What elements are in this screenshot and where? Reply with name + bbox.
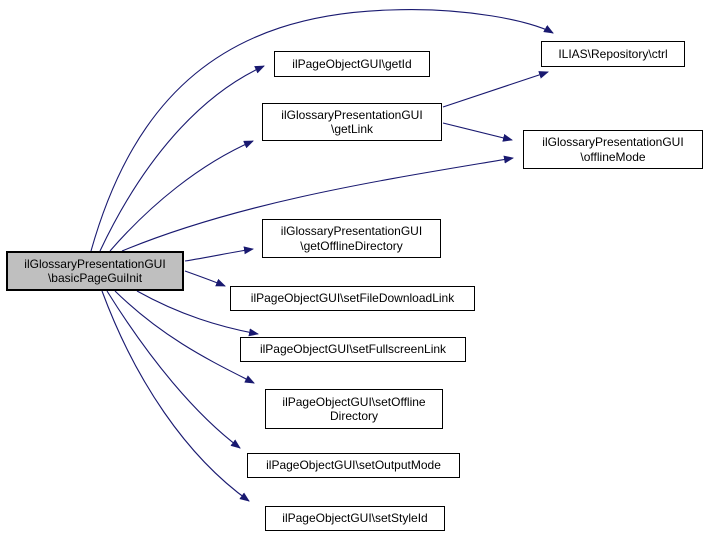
node-label-line: ilGlossaryPresentationGUI — [24, 256, 166, 271]
edge-basicPageGuiInit-getOfflineDirectory — [184, 246, 254, 262]
node-offlineMode[interactable]: ilGlossaryPresentationGUI \offlineMode — [523, 130, 703, 169]
node-label-line: ilGlossaryPresentationGUI — [281, 107, 423, 122]
node-setFullscreenLink[interactable]: ilPageObjectGUI\setFullscreenLink — [240, 337, 466, 362]
node-label-line: ilGlossaryPresentationGUI — [280, 224, 423, 238]
node-getId[interactable]: ilPageObjectGUI\getId — [274, 51, 430, 77]
edge-basicPageGuiInit-setStyleId — [101, 290, 250, 502]
node-label-line: \getLink — [330, 122, 374, 136]
node-label-line: ilPageObjectGUI\setStyleId — [282, 511, 428, 526]
node-getOfflineDirectory[interactable]: ilGlossaryPresentationGUI \getOfflineDir… — [262, 219, 441, 258]
node-label-line: ilPageObjectGUI\setOutputMode — [266, 458, 441, 473]
edge-getLink-ctrl — [442, 71, 549, 108]
edge-basicPageGuiInit-setOutputMode — [106, 290, 241, 449]
node-setOfflineDirectory[interactable]: ilPageObjectGUI\setOffline Directory — [265, 389, 443, 429]
node-label-line: \offlineMode — [580, 149, 646, 164]
node-setFileDownloadLink[interactable]: ilPageObjectGUI\setFileDownloadLink — [230, 286, 475, 311]
node-label-line: ilPageObjectGUI\getId — [292, 56, 412, 71]
node-label-line: \basicPageGuiInit — [47, 271, 143, 285]
node-label-line: Directory — [329, 409, 378, 423]
node-label-line: \getOfflineDirectory — [300, 238, 403, 253]
node-label-line: ILIAS\Repository\ctrl — [558, 46, 668, 61]
node-setStyleId[interactable]: ilPageObjectGUI\setStyleId — [265, 506, 445, 531]
node-getLink[interactable]: ilGlossaryPresentationGUI \getLink — [262, 103, 442, 141]
node-setOutputMode[interactable]: ilPageObjectGUI\setOutputMode — [247, 453, 460, 478]
edge-getLink-offlineMode — [442, 122, 513, 142]
node-label-line: ilPageObjectGUI\setFullscreenLink — [259, 342, 447, 357]
node-label-line: ilGlossaryPresentationGUI — [542, 135, 684, 149]
edge-basicPageGuiInit-getId — [99, 65, 265, 252]
node-basicPageGuiInit[interactable]: ilGlossaryPresentationGUI \basicPageGuiI… — [6, 251, 184, 291]
edge-basicPageGuiInit-getLink — [109, 140, 254, 252]
node-label-line: ilPageObjectGUI\setFileDownloadLink — [250, 291, 455, 306]
node-label-line: ilPageObjectGUI\setOffline — [282, 394, 426, 409]
node-ctrl[interactable]: ILIAS\Repository\ctrl — [541, 41, 685, 67]
edge-basicPageGuiInit-setFileDownloadLink — [184, 270, 226, 287]
